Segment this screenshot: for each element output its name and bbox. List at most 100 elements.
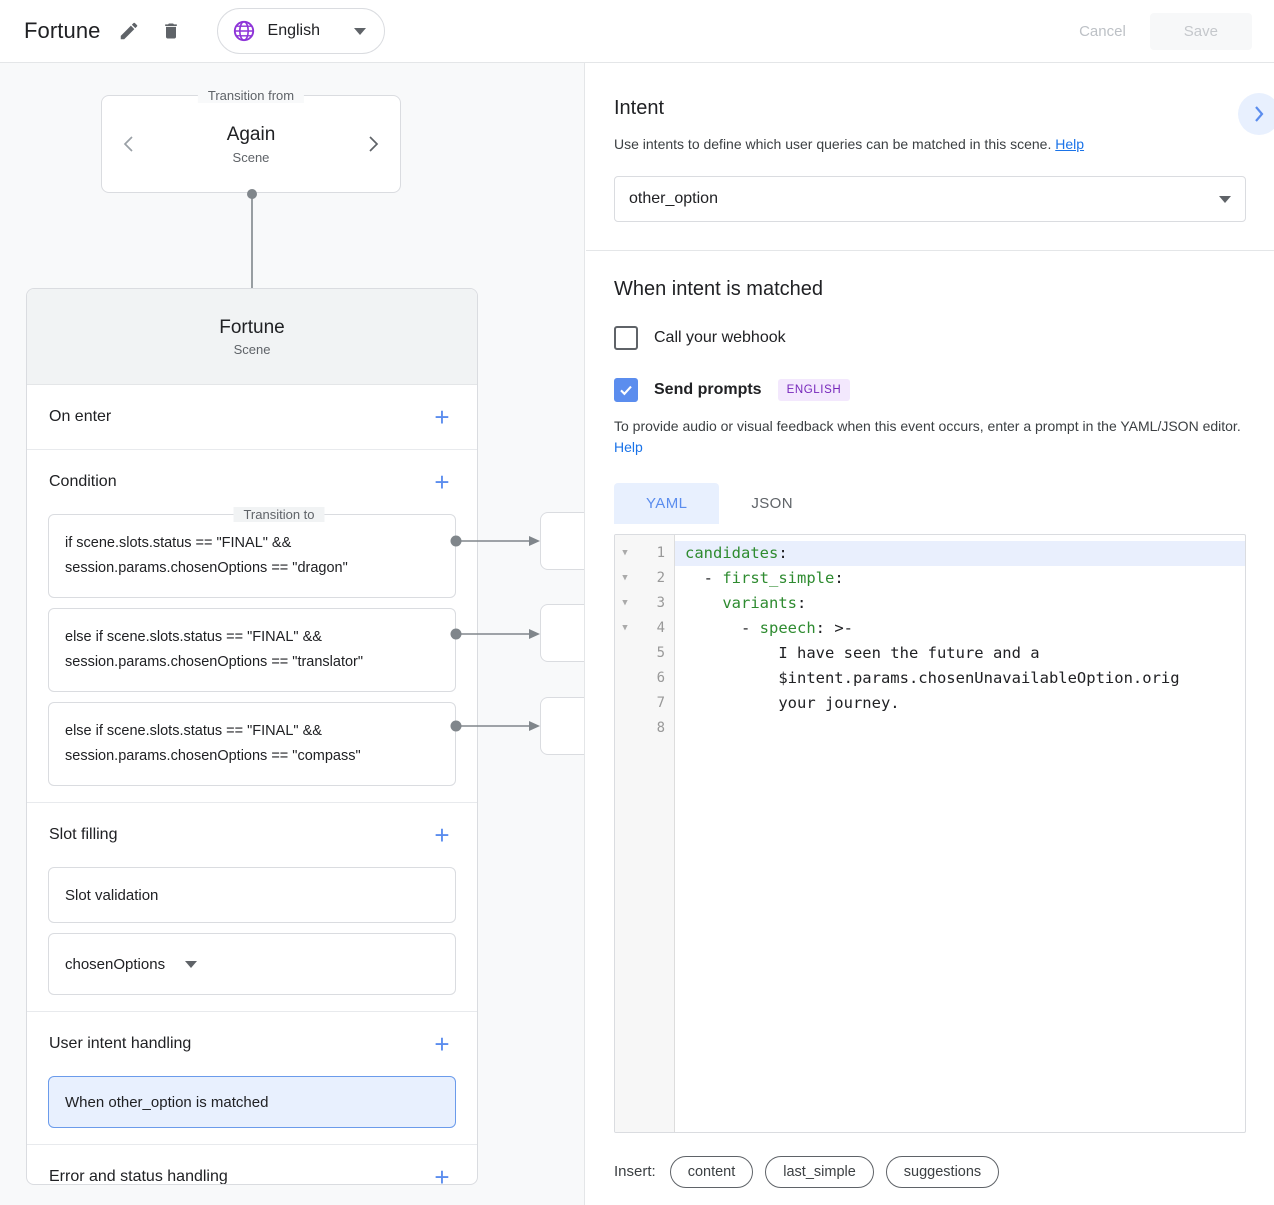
intent-section: Intent Use intents to define which user … — [586, 63, 1274, 223]
fold-triangle-icon[interactable]: ▼ — [622, 598, 628, 609]
prompt-description-text: To provide audio or visual feedback when… — [614, 418, 1241, 435]
call-webhook-label: Call your webhook — [654, 329, 786, 347]
chevron-down-icon — [354, 27, 367, 35]
line-number: 2 — [656, 570, 665, 587]
editor-format-tabs: YAML JSON — [614, 482, 1246, 524]
insert-chip-suggestions[interactable]: suggestions — [885, 1155, 1000, 1188]
send-prompts-row[interactable]: Send prompts ENGLISH — [614, 378, 1246, 403]
send-prompts-checkbox[interactable] — [614, 378, 638, 403]
editor-code-line — [675, 716, 1245, 741]
ghost-transition-card[interactable] — [540, 604, 584, 662]
add-condition-button[interactable]: + — [429, 469, 455, 495]
condition-row[interactable]: if scene.slots.status == "FINAL" && sess… — [48, 514, 456, 598]
section-title-error-status-handling: Error and status handling — [49, 1168, 228, 1185]
prompt-description: To provide audio or visual feedback when… — [614, 416, 1246, 457]
insert-chip-content[interactable]: content — [669, 1155, 754, 1188]
add-on-enter-button[interactable]: + — [429, 404, 455, 430]
intent-description: Use intents to define which user queries… — [614, 134, 1246, 154]
add-error-handler-button[interactable]: + — [429, 1164, 455, 1184]
line-number: 3 — [656, 595, 665, 612]
chevron-right-icon — [369, 136, 379, 152]
code-key: variants — [722, 593, 797, 612]
code-key: candidates — [685, 543, 779, 562]
editor-gutter-row: ▼2 — [615, 566, 674, 591]
code-suffix: : — [778, 543, 788, 562]
editor-code-line: - first_simple: — [675, 566, 1245, 591]
chevron-down-icon — [185, 960, 198, 968]
prev-transition-button[interactable] — [116, 131, 142, 157]
slot-name: chosenOptions — [65, 955, 166, 973]
fold-triangle-icon[interactable]: ▼ — [622, 548, 628, 559]
next-transition-button[interactable] — [360, 131, 386, 157]
editor-code-area[interactable]: candidates: - first_simple: variants: - … — [675, 535, 1245, 1132]
globe-icon — [233, 20, 254, 42]
expand-panel-button[interactable] — [1238, 93, 1274, 135]
fold-triangle-icon[interactable]: ▼ — [622, 623, 628, 634]
call-webhook-row[interactable]: Call your webhook — [614, 326, 1246, 351]
condition-row[interactable]: else if scene.slots.status == "FINAL" &&… — [48, 702, 456, 786]
save-button[interactable]: Save — [1149, 12, 1252, 50]
transition-from-type: Scene — [232, 149, 270, 165]
trash-icon[interactable] — [157, 17, 185, 45]
editor-gutter-row: ▼4 — [615, 616, 674, 641]
top-bar-actions: Cancel Save — [1061, 12, 1274, 50]
condition-row[interactable]: else if scene.slots.status == "FINAL" &&… — [48, 608, 456, 692]
intent-title: Intent — [614, 97, 665, 119]
editor-code-line: $intent.params.chosenUnavailableOption.o… — [685, 668, 1180, 687]
transition-from-legend: Transition from — [197, 88, 305, 103]
condition-connectors — [450, 535, 540, 732]
intent-detail-panel: Intent Use intents to define which user … — [586, 63, 1274, 1205]
slot-validation-row[interactable]: Slot validation — [48, 867, 456, 923]
pencil-icon[interactable] — [115, 17, 143, 45]
language-badge: ENGLISH — [777, 379, 851, 402]
slot-row[interactable]: chosenOptions — [48, 933, 456, 995]
intent-select[interactable]: other_option — [614, 176, 1246, 223]
section-user-intent-handling: User intent handling + When other_option… — [27, 1012, 477, 1145]
panel-divider — [586, 250, 1274, 252]
condition-text: if scene.slots.status == "FINAL" && sess… — [65, 534, 348, 576]
insert-label: Insert: — [614, 1163, 656, 1181]
user-intent-handler-row[interactable]: When other_option is matched — [48, 1076, 456, 1128]
cancel-button[interactable]: Cancel — [1061, 13, 1144, 50]
intent-description-text: Use intents to define which user queries… — [614, 136, 1052, 152]
line-number: 1 — [656, 545, 665, 562]
editor-code-line: your journey. — [685, 693, 900, 712]
ghost-transition-card[interactable] — [540, 512, 584, 570]
line-number: 8 — [656, 720, 665, 737]
section-on-enter: On enter + — [27, 385, 477, 450]
prompt-help-link[interactable]: Help — [614, 438, 643, 455]
add-user-intent-button[interactable]: + — [429, 1031, 455, 1057]
editor-gutter-row: 6 — [615, 666, 674, 691]
ghost-transition-card[interactable] — [540, 697, 584, 755]
tab-json[interactable]: JSON — [751, 494, 793, 512]
add-slot-button[interactable]: + — [429, 822, 455, 848]
scene-graph-panel: Transition from Again Scene — [0, 63, 585, 1205]
intent-help-link[interactable]: Help — [1055, 136, 1085, 152]
line-number: 7 — [656, 695, 665, 712]
chevron-left-icon — [123, 136, 133, 152]
when-matched-title: When intent is matched — [614, 278, 823, 301]
transition-to-name: Fortune — [219, 316, 285, 338]
language-label: English — [267, 22, 321, 39]
tab-yaml[interactable]: YAML — [614, 482, 720, 524]
fold-triangle-icon[interactable]: ▼ — [622, 573, 628, 584]
chevron-right-icon — [1255, 106, 1264, 122]
code-key: first_simple — [722, 568, 835, 587]
transition-from-card[interactable]: Transition from Again Scene — [101, 88, 401, 193]
transition-to-legend: Transition to — [233, 507, 325, 522]
trash-icon-glyph — [164, 23, 177, 39]
insert-chip-last-simple[interactable]: last_simple — [765, 1155, 874, 1188]
code-suffix: : >- — [815, 618, 853, 637]
condition-text: else if scene.slots.status == "FINAL" &&… — [65, 722, 361, 764]
editor-code-line: variants: — [675, 591, 1245, 616]
code-suffix: : — [834, 568, 844, 587]
send-prompts-label: Send prompts — [654, 381, 762, 399]
code-key: speech — [759, 618, 816, 637]
language-selector[interactable]: English — [216, 8, 386, 54]
section-error-status-handling: Error and status handling + — [27, 1145, 477, 1185]
top-bar: Fortune English Cancel Save — [0, 0, 1274, 63]
transition-from-name: Again — [226, 124, 276, 146]
call-webhook-checkbox[interactable] — [614, 326, 638, 351]
